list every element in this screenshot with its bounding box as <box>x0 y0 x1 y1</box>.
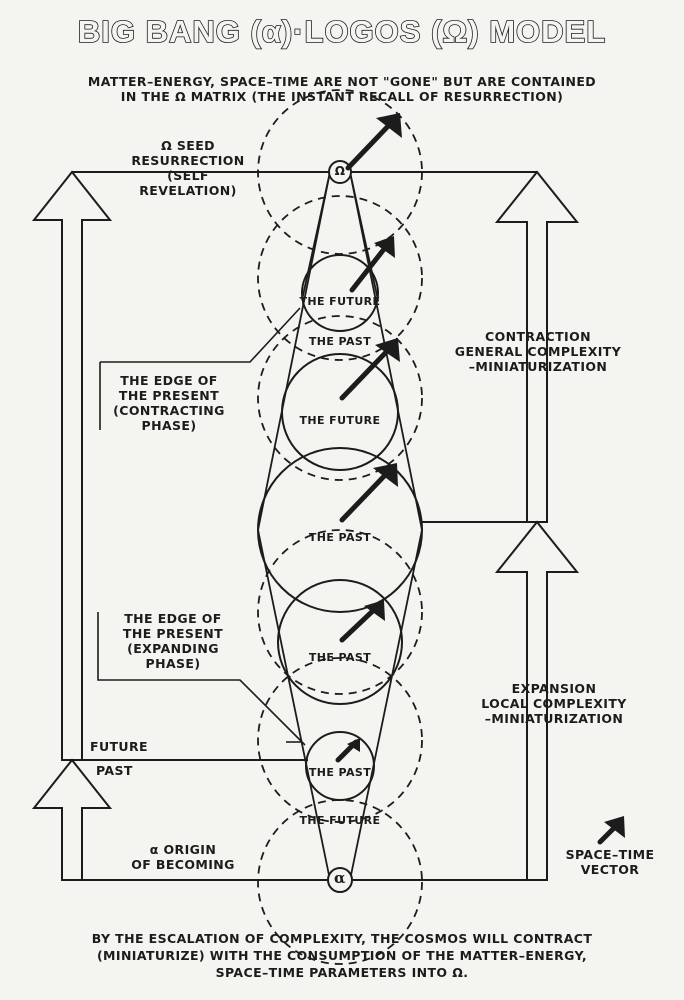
caption-line-2: (MINIATURIZE) WITH THE CONSUMPTION OF TH… <box>96 948 588 963</box>
contraction-line-3: –MINIATURIZATION <box>468 359 608 374</box>
omega-seed-line-2: RESURRECTION <box>131 153 245 168</box>
title-mid: )·LOGOS ( <box>281 13 443 50</box>
alpha-origin-line-1: α ORIGIN <box>149 842 217 857</box>
edge-expanding-line-4: PHASE) <box>145 656 201 671</box>
edge-expanding-line-2: THE PRESENT <box>122 626 224 641</box>
omega-symbol: Ω <box>334 164 346 178</box>
big-arrow-right-top <box>494 170 580 523</box>
contraction-label: CONTRACTION GENERAL COMPLEXITY –MINIATUR… <box>428 329 648 374</box>
diagram-title: BIG BANG (α)·LOGOS (Ω) MODEL <box>0 13 684 50</box>
omega-seed-line-4: REVELATION) <box>139 183 237 198</box>
circle-label-4: THE PAST <box>308 531 372 544</box>
expansion-line-1: EXPANSION <box>511 681 597 696</box>
expansion-line-3: –MINIATURIZATION <box>484 711 624 726</box>
title-pre: BIG BANG ( <box>77 13 262 50</box>
contraction-line-2: GENERAL COMPLEXITY <box>454 344 622 359</box>
big-arrow-left-bottom <box>31 758 113 881</box>
circle-label-1: THE FUTURE <box>299 295 381 308</box>
space-time-vector-legend: SPACE–TIME VECTOR <box>545 847 675 877</box>
edge-contracting-line-2: THE PRESENT <box>118 388 220 403</box>
caption: BY THE ESCALATION OF COMPLEXITY, THE COS… <box>0 930 684 981</box>
expansion-line-2: LOCAL COMPLEXITY <box>481 696 627 711</box>
contraction-line-1: CONTRACTION <box>485 329 591 344</box>
omega-node <box>328 160 352 184</box>
circle-label-5: THE PAST <box>308 651 372 664</box>
subtitle-line-1: MATTER–ENERGY, SPACE–TIME ARE NOT "GONE"… <box>87 74 597 89</box>
past-label: PAST <box>96 763 133 778</box>
caption-line-1: BY THE ESCALATION OF COMPLEXITY, THE COS… <box>91 931 593 946</box>
big-arrow-right-bottom <box>494 520 580 881</box>
edge-expanding-line-1: THE EDGE OF <box>124 611 222 626</box>
edge-contracting-label: THE EDGE OF THE PRESENT (CONTRACTING PHA… <box>104 373 234 433</box>
legend-line-2: VECTOR <box>580 862 640 877</box>
title-post: ) MODEL <box>467 13 607 50</box>
subtitle: MATTER–ENERGY, SPACE–TIME ARE NOT "GONE"… <box>0 74 684 104</box>
future-label: FUTURE <box>90 739 148 754</box>
dashed-circles <box>257 89 423 965</box>
alpha-node <box>327 867 353 893</box>
alpha-symbol: α <box>334 869 346 887</box>
circle-label-2: THE PAST <box>308 335 372 348</box>
edge-expanding-label: THE EDGE OF THE PRESENT (EXPANDING PHASE… <box>108 611 238 671</box>
alpha-origin-label: α ORIGIN OF BECOMING <box>108 842 258 872</box>
caption-line-3: SPACE–TIME PARAMETERS INTO Ω. <box>215 965 469 980</box>
edge-contracting-line-4: PHASE) <box>141 418 197 433</box>
expansion-label: EXPANSION LOCAL COMPLEXITY –MINIATURIZAT… <box>444 681 664 726</box>
edge-contracting-line-3: (CONTRACTING <box>113 403 225 418</box>
circle-label-6: THE PAST <box>308 766 372 779</box>
right-frame <box>344 171 537 881</box>
edge-pointers <box>97 307 306 746</box>
big-arrow-left-top <box>31 170 113 761</box>
circle-label-7: THE FUTURE <box>299 814 381 827</box>
omega-seed-line-1: Ω SEED <box>161 138 215 153</box>
omega-seed-line-3: (SELF <box>167 168 209 183</box>
edge-expanding-line-3: (EXPANDING <box>127 641 219 656</box>
subtitle-line-2: IN THE Ω MATRIX (THE INSTANT RECALL OF R… <box>120 89 564 104</box>
edge-contracting-line-1: THE EDGE OF <box>120 373 218 388</box>
legend-line-1: SPACE–TIME <box>565 847 655 862</box>
space-time-vector-heads <box>347 113 402 752</box>
alpha-origin-line-2: OF BECOMING <box>131 857 235 872</box>
title-omega: Ω <box>442 13 469 50</box>
omega-seed-label: Ω SEED RESURRECTION (SELF REVELATION) <box>108 138 268 198</box>
circle-label-3: THE FUTURE <box>299 414 381 427</box>
legend-vector <box>597 816 625 845</box>
title-alpha: α <box>261 13 282 50</box>
left-frame <box>72 171 330 881</box>
